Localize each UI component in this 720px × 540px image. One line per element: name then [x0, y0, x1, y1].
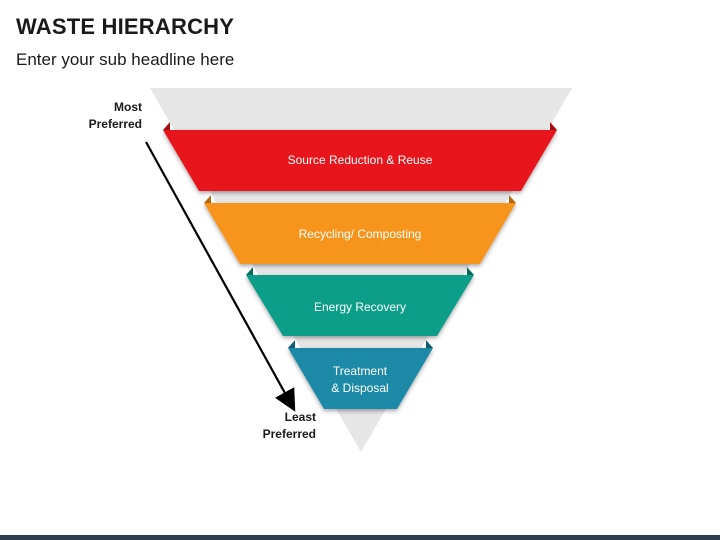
- level-4-band: [288, 348, 433, 409]
- level-energy-recovery: Energy Recovery: [246, 267, 474, 336]
- level-2-fold-left: [204, 195, 211, 203]
- level-1-fold-left: [163, 122, 170, 130]
- most-preferred-label: Most Preferred: [60, 99, 142, 133]
- level-3-band: [246, 275, 474, 336]
- level-3-fold-left: [246, 267, 253, 275]
- level-1-band: [163, 130, 557, 191]
- least-label-line2: Preferred: [262, 427, 316, 441]
- level-2-fold-right: [509, 195, 516, 203]
- level-1-fold-right: [550, 122, 557, 130]
- footer-bar: [0, 535, 720, 540]
- preference-arrow: [145, 141, 296, 412]
- level-treatment-disposal: Treatment & Disposal: [288, 340, 433, 409]
- level-4-label-line1: Treatment: [333, 364, 388, 378]
- level-3-fold-right: [467, 267, 474, 275]
- page-subtitle: Enter your sub headline here: [16, 50, 235, 69]
- least-preferred-label: Least Preferred: [232, 409, 316, 443]
- most-label-line2: Preferred: [88, 117, 142, 131]
- level-2-band: [204, 203, 516, 264]
- level-source-reduction: Source Reduction & Reuse: [163, 122, 557, 191]
- level-recycling: Recycling/ Composting: [204, 195, 516, 264]
- level-3-label: Energy Recovery: [314, 300, 406, 314]
- level-4-label-line2: & Disposal: [331, 381, 388, 395]
- level-4-fold-left: [288, 340, 295, 348]
- level-1-label: Source Reduction & Reuse: [288, 153, 433, 167]
- most-label-line1: Most: [114, 100, 142, 114]
- page-title: WASTE HIERARCHY: [16, 14, 235, 39]
- level-4-fold-right: [426, 340, 433, 348]
- level-2-label: Recycling/ Composting: [299, 227, 422, 241]
- least-label-line1: Least: [284, 410, 316, 424]
